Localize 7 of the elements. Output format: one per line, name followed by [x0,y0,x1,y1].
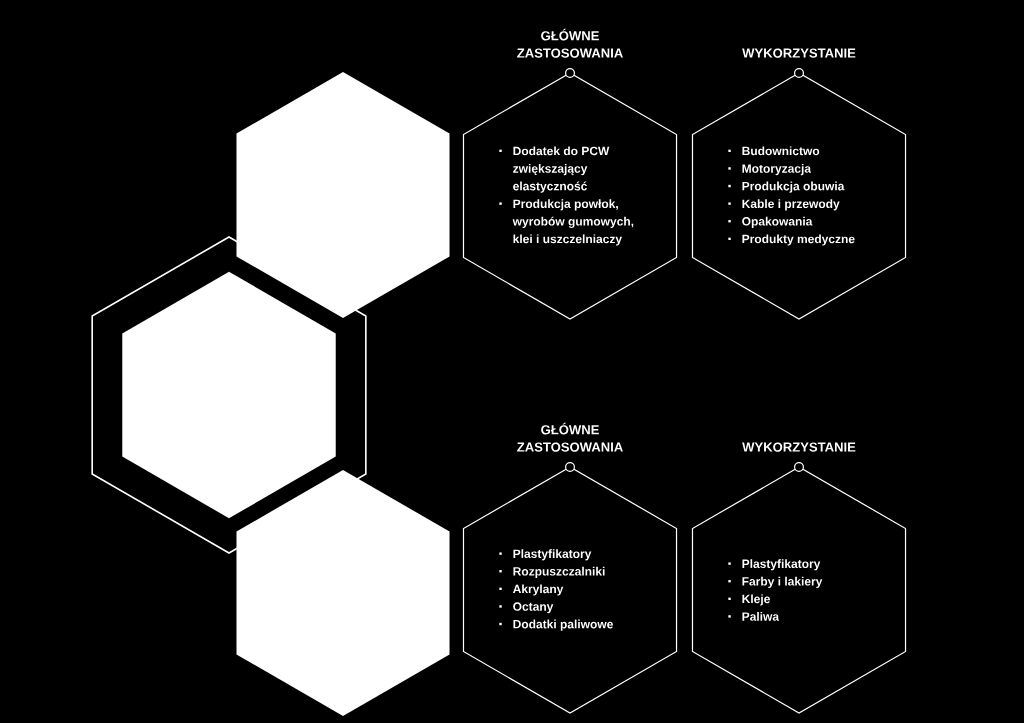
hexagon [122,271,336,519]
heading: WYKORZYSTANIE [742,442,856,452]
hexagon [236,470,450,716]
heading: GŁÓWNE ZASTOSOWANIA [517,28,623,58]
heading: WYKORZYSTANIE [742,48,856,58]
hexagon [236,72,450,318]
heading: GŁÓWNE ZASTOSOWANIA [517,422,623,452]
